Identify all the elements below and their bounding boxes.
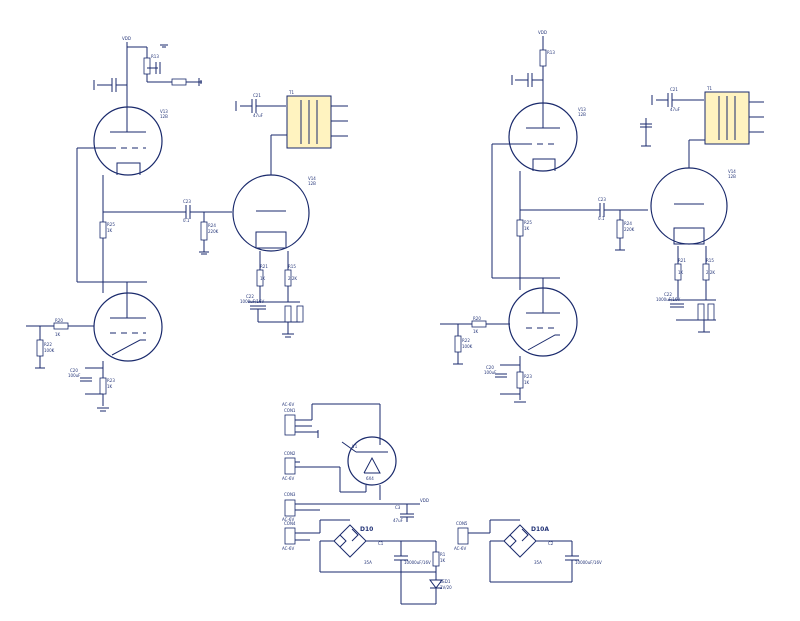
- con3-label: CON3: [284, 492, 296, 497]
- led-value: 2V/20: [440, 585, 452, 590]
- d10-label: D10: [360, 526, 373, 533]
- r-in2-label-right: R22: [462, 338, 470, 343]
- r-grid-value-right: 1K: [678, 270, 684, 275]
- c-in-value-left: 47uF: [253, 113, 264, 118]
- cpl-value-left: 0.1: [183, 218, 190, 223]
- led-icon: [429, 579, 443, 589]
- left-channel: VDD R13 V13 12B V14 12B C21 47uF T1 R21 …: [26, 36, 348, 412]
- v1-type-right: 12B: [578, 112, 586, 117]
- r-in-label-right: R20: [473, 316, 481, 321]
- r1-label: R1: [440, 552, 446, 557]
- r-in-value-left: 1K: [55, 332, 61, 337]
- power-supply: CON1 AC-6V CON2 AC-6V CON3 AC-6V CON4 AC…: [282, 402, 602, 605]
- vcc-label-left: VDD: [122, 36, 131, 41]
- r-in2-value-right: 100K: [462, 344, 473, 349]
- con5-connector: [457, 527, 469, 545]
- rect-tube-label: V1: [352, 444, 358, 449]
- c3-value: 47uF: [393, 518, 404, 523]
- r-grid-label-left: R21: [260, 264, 268, 269]
- vcc-label-right: VDD: [538, 30, 547, 35]
- ac5-label: AC-6V: [454, 546, 466, 551]
- d10-value: 35A: [364, 560, 372, 565]
- rg-label-left: R24: [208, 223, 216, 228]
- r-cat-value-right: 2.2K: [706, 270, 715, 275]
- c2-value: 10000uF/16V: [575, 560, 602, 565]
- c-cat-label-left: C22: [246, 294, 254, 299]
- rk-value-right: 1K: [524, 226, 530, 231]
- rg-value-right: 220K: [624, 227, 635, 232]
- led-label: LED1: [440, 579, 451, 584]
- con1-connector: [284, 414, 296, 436]
- rg-label-right: R24: [624, 221, 632, 226]
- r13-label-right: R13: [547, 50, 555, 55]
- con1-label: CON1: [284, 408, 296, 413]
- c1-label: C1: [378, 541, 384, 546]
- c-cat-value-left: 1000uF/16V: [240, 299, 264, 304]
- cpl-value-right: 0.1: [598, 216, 605, 221]
- r-in-value-right: 1K: [473, 329, 479, 334]
- con5-label: CON5: [456, 521, 468, 526]
- c-in-value-right: 47uF: [670, 107, 681, 112]
- r-k2-value-left: 1K: [107, 384, 113, 389]
- v1-name-left: V13: [160, 109, 168, 114]
- c-in2-label-right: C20: [486, 365, 494, 370]
- rk-label-left: R25: [107, 222, 115, 227]
- c-cat-label-right: C22: [664, 292, 672, 297]
- rg-value-left: 220K: [208, 229, 219, 234]
- v2-type-left: 12B: [308, 181, 316, 186]
- vdd-label: VDD: [420, 498, 429, 503]
- ac2-label: AC-6V: [282, 476, 294, 481]
- c-in2-label-left: C20: [70, 368, 78, 373]
- v2-type-right: 12B: [728, 174, 736, 179]
- v1-name-right: V13: [578, 107, 586, 112]
- v2-name-left: V14: [308, 176, 316, 181]
- c-in-label-left: C21: [253, 93, 261, 98]
- ac1-label: AC-6V: [282, 402, 294, 407]
- c-in2-value-left: 100uF: [68, 373, 81, 378]
- con3-connector: [284, 499, 296, 517]
- cpl-label-left: C23: [183, 199, 191, 204]
- rk-value-left: 1K: [107, 228, 113, 233]
- transformer-label-left: T1: [288, 90, 294, 95]
- con2-label: CON2: [284, 451, 296, 456]
- transformer-label-right: T1: [706, 86, 712, 91]
- r13-label-left: R13: [151, 54, 159, 59]
- ac3-label: AC-6V: [282, 517, 294, 522]
- d10a-label: D10A: [531, 526, 549, 533]
- r-cat-value-left: 2.2K: [288, 276, 297, 281]
- v1-type-left: 12B: [160, 114, 168, 119]
- r-in-label-left: R20: [55, 318, 63, 323]
- con2-connector: [284, 457, 296, 475]
- r-k2-label-right: R23: [524, 374, 532, 379]
- c2-label: C2: [548, 541, 554, 546]
- r1-value: 1K: [440, 558, 446, 563]
- cpl-label-right: C23: [598, 197, 606, 202]
- c3-label: C3: [395, 505, 401, 510]
- con4-label: CON4: [284, 521, 296, 526]
- c-in-label-right: C21: [670, 87, 678, 92]
- c-cat-value-right: 1000uF/16V: [656, 297, 680, 302]
- rk-label-right: R25: [524, 220, 532, 225]
- r-cat-label-right: R15: [706, 258, 714, 263]
- d10a-value: 35A: [534, 560, 542, 565]
- r-k2-label-left: R23: [107, 378, 115, 383]
- rect-tube-type: 6X4: [366, 476, 374, 481]
- r-in2-label-left: R22: [44, 342, 52, 347]
- right-channel: VDD R13 V13 12B V14 12B C21 47uF T1 R21 …: [440, 30, 764, 403]
- r-grid-label-right: R21: [678, 258, 686, 263]
- r-k2-value-right: 1K: [524, 380, 530, 385]
- r-grid-value-left: 1K: [260, 276, 266, 281]
- c1-value: 10000uF/16V: [404, 560, 431, 565]
- ac4-label: AC-6V: [282, 546, 294, 551]
- r-in2-value-left: 100K: [44, 348, 55, 353]
- bridge-d10a: [503, 524, 537, 558]
- bridge-d10: [333, 524, 367, 558]
- v2-name-right: V14: [728, 169, 736, 174]
- c-in2-value-right: 100uF: [484, 370, 497, 375]
- con4-connector: [284, 527, 296, 545]
- r-cat-label-left: R15: [288, 264, 296, 269]
